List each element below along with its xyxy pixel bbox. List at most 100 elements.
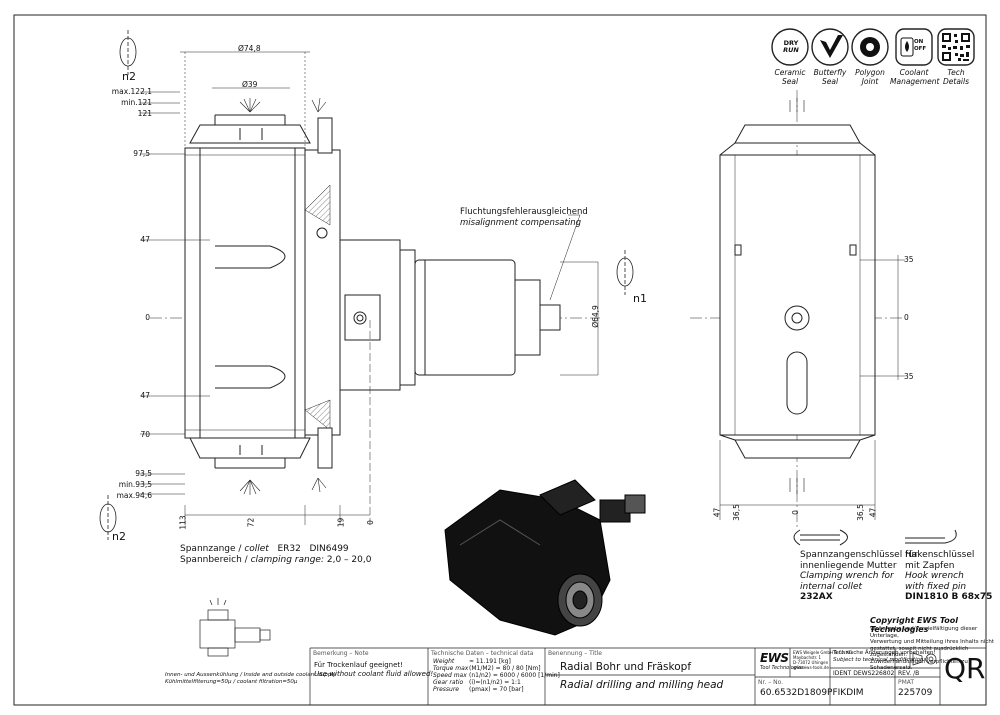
copyright-brand: EWS — [917, 616, 938, 625]
tech-pressure-val: (pmax) = 70 [bar] — [469, 686, 524, 693]
ident-val: DEWS226802 — [853, 670, 895, 677]
company-l1: EWS Weigele GmbH & Co. KG — [793, 650, 853, 655]
coolant-icon: ON OFF — [914, 39, 926, 53]
wrench2-de2: mit Zapfen — [905, 560, 955, 571]
dim-935: 93,5 — [135, 469, 152, 478]
dim-lines-right — [719, 255, 905, 520]
company-l3: D-73072 Uhingen — [793, 660, 829, 665]
copyright-l1: Weitergabe und Vervielfältigung dieser U… — [870, 626, 978, 639]
wrench2-code: DIN1810 B 68x75 — [905, 592, 993, 602]
dim-47b: 47 — [140, 391, 150, 400]
rotation-n1: n1 — [633, 292, 647, 305]
title-de: Radial Bohr und Fräskopf — [560, 661, 692, 673]
dim-0: 0 — [145, 313, 150, 322]
tech-gear-lbl: Gear ratio — [433, 679, 464, 686]
collet-line1: Spannzange / collet ER32 DIN6499 — [180, 544, 349, 555]
rotation-arrows — [99, 30, 634, 540]
title-block-lines — [309, 647, 986, 705]
rev-val: /B — [913, 670, 920, 677]
tech-speed-lbl: Speed max — [433, 672, 467, 679]
qr-label: QR — [944, 652, 986, 685]
dim-113: 113 — [178, 515, 188, 530]
wrench2-label: Hakenschlüssel mit Zapfen Hook wrench wi… — [905, 550, 992, 603]
dry-run-badge1: DRY — [783, 39, 799, 47]
dim-min935: min.93,5 — [118, 480, 152, 489]
coolant-note: Innen- und Aussenkühlung / Inside and ou… — [165, 672, 336, 686]
range-de: Spannbereich / — [180, 555, 248, 565]
dim-max1221: max.122,1 — [111, 87, 152, 96]
pmat-val: 225709 — [898, 688, 933, 698]
cap-l1: Coolant — [899, 68, 929, 77]
copyright-l2: Verwertung und Mitteilung ihres Inhalts … — [870, 639, 995, 645]
rotation-n2-bottom: n2 — [112, 530, 126, 543]
dim-r365b: 36,5 — [855, 504, 865, 521]
cap-l2: Management — [890, 77, 940, 86]
ews-logo-sub: Tool Technologies — [760, 665, 804, 671]
company-address: EWS Weigele GmbH & Co. KG Maybachstr. 1 … — [793, 650, 852, 670]
dim-r0: 0 — [790, 510, 800, 515]
rev-lbl: REV. — [898, 670, 912, 677]
remark-header: Bemerkung – Note — [313, 650, 369, 657]
front-view — [690, 90, 905, 530]
nr-header: Nr. – No. — [758, 679, 784, 686]
collet-de: Spannzange / — [180, 544, 242, 554]
dim-47a: 47 — [140, 235, 150, 244]
pmat-lbl: PMAT — [898, 679, 915, 686]
coolant-note-l1: Innen- und Aussenkühlung / Inside and ou… — [165, 672, 337, 678]
wrench-icons — [793, 529, 957, 546]
tech-speed-val: (n1/n2) = 6000 / 6000 [1/min] — [469, 672, 560, 679]
change-l2: Subject to technical modifications! — [833, 656, 929, 663]
tech-table: Weight≈ 11.191 [kg] Torque max(M1/M2) = … — [433, 658, 560, 693]
coolant-on: ON — [914, 39, 924, 45]
cap-l1: Ceramic — [774, 68, 806, 77]
collet-line2: Spannbereich / clamping range: 2,0 – 20,… — [180, 555, 371, 566]
icon-details — [820, 33, 970, 61]
wrench2-de1: Hakenschlüssel — [905, 550, 975, 560]
cap-l1: Tech — [947, 68, 965, 77]
range-val: 2,0 – 20,0 — [326, 555, 372, 565]
wrench1-de2: innenliegende Mutter — [800, 560, 897, 571]
tech-torque-lbl: Torque max — [433, 665, 469, 672]
coolant-off: OFF — [914, 46, 927, 52]
projection-symbol — [912, 652, 937, 666]
dry-run-badge2: RUN — [783, 46, 799, 54]
cap-l1: Polygon — [855, 68, 885, 77]
coolant-sketch — [199, 598, 271, 657]
copyright-l4: Zuwiderhandlungen verpflichten zu Schade… — [870, 658, 968, 672]
dim-min121: min.121 — [121, 98, 152, 107]
cap-l1: Butterfly — [813, 68, 847, 77]
copyright-prefix: Copyright — [870, 616, 918, 625]
wrench1-label: Spannzangenschlüssel für innenliegende M… — [800, 550, 918, 603]
dim-70: 70 — [140, 430, 150, 439]
dim-lines-left — [140, 51, 599, 525]
tech-weight-val: ≈ 11.191 [kg] — [469, 658, 511, 665]
wrench2-en2: with fixed pin — [905, 581, 967, 592]
dim-121: 121 — [137, 109, 152, 118]
rotation-n2-top: n2 — [122, 70, 136, 83]
ident: IDENT DEWS226802 — [833, 670, 894, 677]
tech-torque-val: (M1/M2) = 80 / 80 [Nm] — [469, 665, 541, 672]
cap-l2: Seal — [821, 77, 839, 86]
company-l4: www.ews-tools.de — [793, 665, 829, 670]
copyright-suffix: Tool Technologies — [870, 616, 959, 634]
wrench1-en1: Clamping wrench for — [800, 571, 894, 581]
remark-en: Use without coolant fluid allowed! — [314, 670, 434, 678]
rev: REV. /B — [898, 670, 919, 677]
feature-icons — [771, 28, 975, 66]
tech-pressure-lbl: Pressure — [433, 686, 459, 693]
side-view — [150, 97, 600, 495]
dim-d748: Ø74,8 — [238, 44, 261, 53]
collet-std: DIN6499 — [309, 544, 349, 554]
collet-type: ER32 — [277, 544, 301, 554]
tech-gear-val: (i)=(n1/n2) = 1:1 — [469, 679, 521, 686]
change-l1: Technische Änderungen vorbehalten! — [833, 650, 936, 656]
dim-72: 72 — [246, 517, 256, 528]
cap-l2: Seal — [781, 77, 799, 86]
wrench1-code: 232AX — [800, 592, 833, 602]
